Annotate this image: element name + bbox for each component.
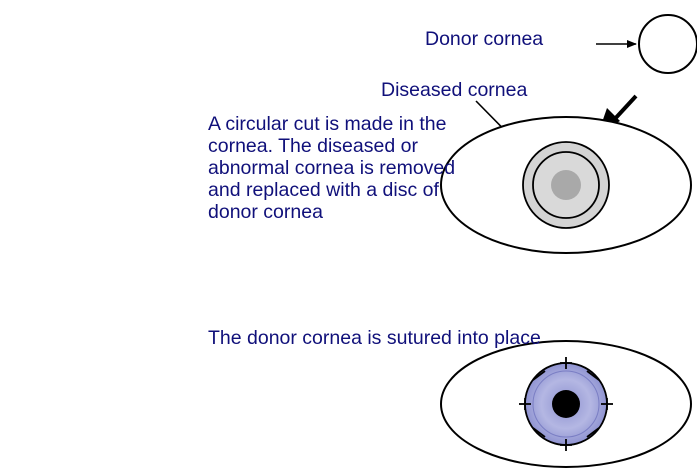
donor-cornea-label: Donor cornea: [425, 28, 543, 50]
step-1-line: A circular cut is made in the: [208, 113, 455, 135]
diseased-cornea-label: Diseased cornea: [381, 79, 527, 101]
step-1-description: A circular cut is made in the cornea. Th…: [208, 113, 455, 223]
pupil: [552, 390, 580, 418]
step-1-line: and replaced with a disc of: [208, 179, 455, 201]
diseased-cornea-center: [551, 170, 581, 200]
step-2-description: The donor cornea is sutured into place: [208, 327, 541, 349]
donor-cornea-disc: [639, 15, 697, 73]
step-1-line: cornea. The diseased or: [208, 135, 455, 157]
step-1-line: donor cornea: [208, 201, 455, 223]
step-1-line: abnormal cornea is removed: [208, 157, 455, 179]
